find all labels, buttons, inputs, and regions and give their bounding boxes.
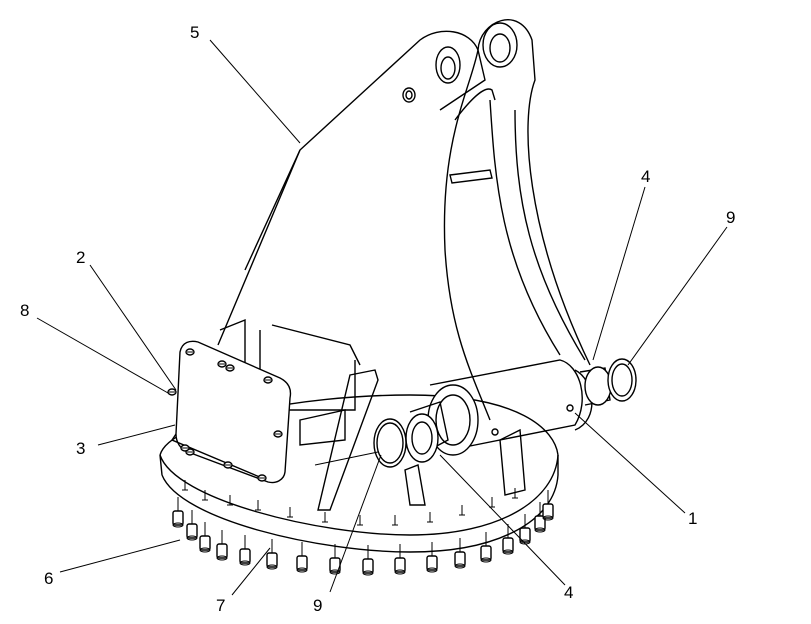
bolt bbox=[542, 490, 554, 521]
bolt bbox=[199, 522, 211, 553]
cover-bolt bbox=[180, 444, 190, 452]
ring-pin bbox=[255, 500, 261, 511]
pin-left bbox=[405, 401, 449, 463]
cover-bolt bbox=[263, 376, 273, 384]
callout-9-upper: 9 bbox=[726, 208, 735, 227]
bolt bbox=[239, 535, 251, 566]
callout-3: 3 bbox=[76, 439, 85, 458]
bolt bbox=[172, 497, 184, 528]
ring-pin bbox=[227, 495, 233, 506]
bolt bbox=[502, 524, 514, 555]
callout-4-lower: 4 bbox=[564, 583, 573, 602]
axis-line bbox=[314, 451, 379, 466]
callout-1: 1 bbox=[688, 509, 697, 528]
ring-pin bbox=[287, 507, 293, 518]
ring-pin bbox=[322, 512, 328, 523]
leader-lines bbox=[36, 39, 728, 596]
bolt-row bbox=[172, 480, 554, 576]
callout-labels: 5 4 9 2 8 3 1 6 7 9 4 bbox=[20, 23, 735, 615]
cover-bolt bbox=[225, 364, 235, 372]
ring-pin bbox=[459, 505, 465, 516]
cover-bolt bbox=[217, 360, 227, 368]
cover-bolt bbox=[257, 474, 267, 482]
cover-bolt-group bbox=[167, 348, 283, 482]
ring-pin bbox=[392, 515, 398, 526]
bolt bbox=[454, 538, 466, 569]
ring-pin bbox=[182, 480, 188, 491]
ring-pin bbox=[202, 490, 208, 501]
seal-ring-left bbox=[373, 418, 407, 468]
bolt bbox=[394, 544, 406, 575]
callout-5: 5 bbox=[190, 23, 199, 42]
callout-4-upper: 4 bbox=[641, 167, 650, 186]
bolt bbox=[296, 542, 308, 573]
bolt bbox=[186, 510, 198, 541]
seal-ring-right bbox=[607, 358, 637, 402]
cover-bolt bbox=[223, 461, 233, 469]
bolt bbox=[216, 530, 228, 561]
bolt bbox=[519, 514, 531, 545]
ring-pin bbox=[427, 512, 433, 523]
callout-8: 8 bbox=[20, 301, 29, 320]
bolt bbox=[362, 545, 374, 576]
bolt bbox=[266, 539, 278, 570]
ring-pin bbox=[357, 515, 363, 526]
cover-bolt bbox=[167, 388, 177, 396]
bolt bbox=[480, 532, 492, 563]
ring-pin bbox=[489, 497, 495, 508]
callout-6: 6 bbox=[44, 569, 53, 588]
cover-bolt bbox=[185, 348, 195, 356]
callout-7: 7 bbox=[216, 596, 225, 615]
bolt bbox=[534, 502, 546, 533]
cover-plate bbox=[170, 340, 292, 484]
cover-bolt bbox=[273, 430, 283, 438]
bolt bbox=[426, 542, 438, 573]
pin-right bbox=[579, 366, 612, 406]
callout-9-lower: 9 bbox=[313, 596, 322, 615]
callout-2: 2 bbox=[76, 248, 85, 267]
pivot-housing bbox=[427, 359, 593, 456]
